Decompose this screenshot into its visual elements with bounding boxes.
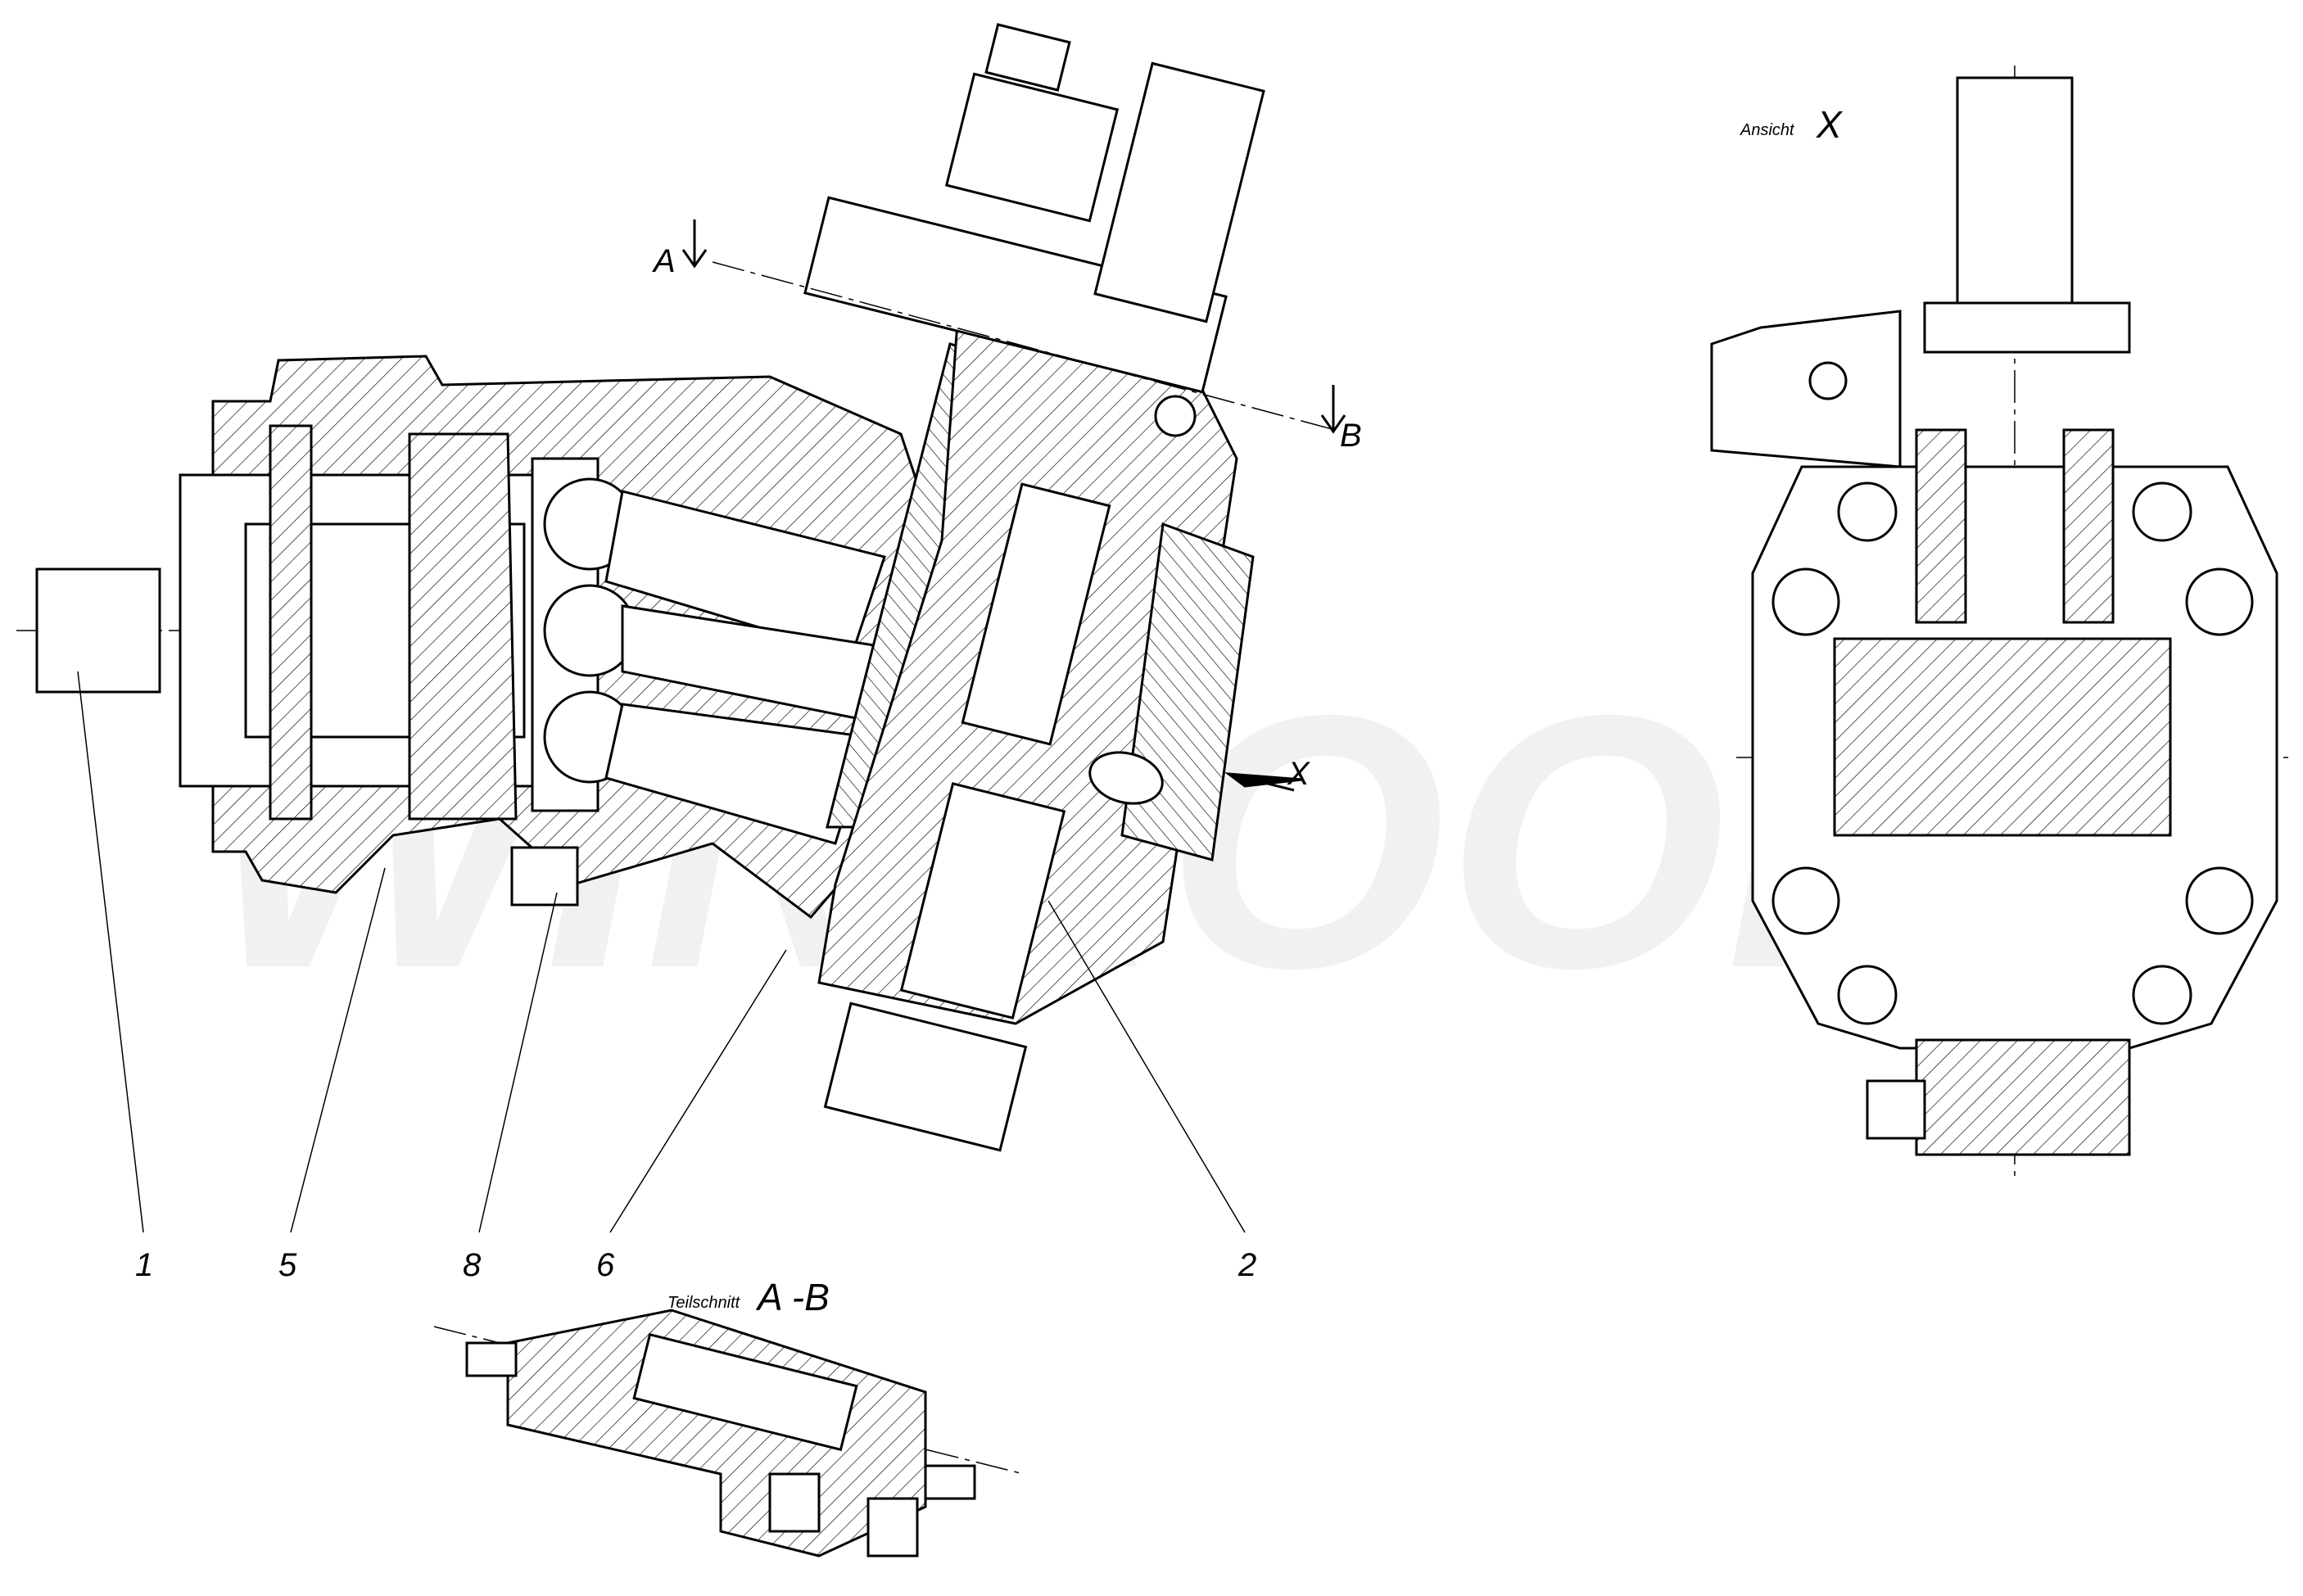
valve-side-block xyxy=(1710,310,1902,468)
part-label-2: 2 xyxy=(1237,1247,1256,1283)
section-mark-a: A xyxy=(652,243,676,279)
drive-shaft xyxy=(35,567,161,694)
valve-block-section xyxy=(1833,637,2172,837)
part-label-1: 1 xyxy=(135,1247,153,1283)
section-mark-b: B xyxy=(1340,418,1362,454)
part-label-5: 5 xyxy=(278,1247,297,1283)
part-label-8: 8 xyxy=(463,1247,482,1283)
solenoid-top xyxy=(1956,76,2074,309)
part-label-6: 6 xyxy=(596,1247,615,1283)
pistons xyxy=(543,477,886,845)
solenoid-valve xyxy=(803,23,1265,437)
pump-section-view xyxy=(16,23,1346,1152)
section-title-letter: A -B xyxy=(755,1276,830,1318)
leader-lines xyxy=(77,671,1246,1233)
valve-cartridge-housing xyxy=(506,1309,927,1558)
view-title-prefix: Ansicht xyxy=(1740,121,1795,139)
bottom-block xyxy=(1915,1038,2131,1156)
partial-section-a-b: Teilschnitt A -B xyxy=(433,1276,1025,1558)
section-arrow-b xyxy=(1320,385,1346,434)
view-mark-x: X xyxy=(1287,756,1310,792)
control-piston xyxy=(899,782,1066,1020)
view-title-letter: X xyxy=(1816,103,1844,146)
view-x: Ansicht X xyxy=(1710,66,2293,1179)
view-arrow-x xyxy=(1224,772,1303,788)
section-title-prefix: Teilschnitt xyxy=(667,1294,741,1312)
section-arrow-a xyxy=(681,219,708,269)
